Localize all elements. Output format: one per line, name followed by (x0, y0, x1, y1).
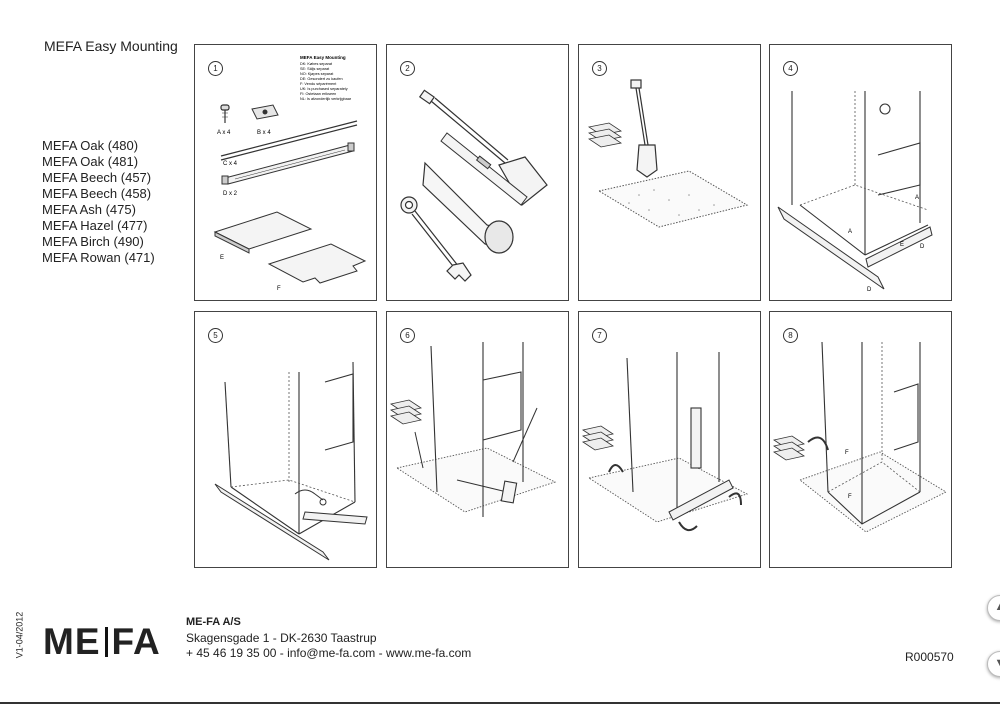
curved-arrow-icon (807, 436, 829, 451)
document-title: MEFA Easy Mounting (44, 38, 178, 54)
document-code: R000570 (905, 650, 954, 664)
logo-divider (104, 627, 108, 657)
parts-legend-title: MEFA Easy Mounting (300, 55, 346, 60)
part-d-label: D x 2 (223, 191, 238, 197)
step-number-badge: 7 (592, 328, 607, 343)
scroll-up-button[interactable]: ▲ (987, 595, 1000, 621)
step-2-panel: 2 (386, 44, 569, 301)
label-d: D (920, 244, 925, 250)
frame-assembly-illustration: A A E D D (777, 91, 933, 293)
model-item: MEFA Oak (480) (42, 138, 139, 153)
logo-text-left: ME (43, 621, 101, 662)
level-icon (440, 132, 528, 206)
tools-illustration (400, 89, 548, 282)
step-number-badge: 1 (208, 61, 223, 76)
part-c-label: C x 4 (223, 161, 238, 167)
pipe-icon (422, 161, 514, 254)
chevron-down-icon: ▼ (994, 657, 1000, 669)
model-list: MEFA Oak (480) MEFA Oak (481) MEFA Beech… (42, 138, 155, 266)
parts-legend-line: FI: Ostetaan erikseen (300, 92, 336, 96)
step-number-badge: 5 (208, 328, 223, 343)
model-item: MEFA Rowan (471) (42, 250, 155, 265)
plate-f-label: F (277, 286, 281, 292)
label-e: E (900, 242, 904, 248)
label-f: F (848, 494, 852, 500)
place-plates-illustration: F F (772, 341, 947, 533)
turf-stack-icon (389, 399, 423, 425)
container-outline (791, 91, 929, 256)
version-label: V1-04/2012 (14, 611, 25, 659)
model-item: MEFA Beech (457) (42, 170, 152, 185)
tilt-container-illustration (214, 361, 368, 561)
step-number-badge: 2 (400, 61, 415, 76)
screw-a-icon (220, 104, 230, 123)
parts-legend-line: NO: Kjøpes separat (300, 72, 334, 76)
label-d: D (867, 287, 872, 293)
parts-legend-line: NL: Is afzonderlijk verkrijgbaar (300, 97, 352, 101)
rod-c-icon (220, 120, 358, 161)
step-7-panel: 7 (578, 311, 761, 568)
company-contact: + 45 46 19 35 00 - info@me-fa.com - www.… (186, 646, 472, 660)
curved-arrow-icon (608, 464, 742, 532)
step-6-panel: 6 (386, 311, 569, 568)
parts-illustration: MEFA Easy Mounting DK: Købes separat SE:… (213, 55, 367, 292)
model-item: MEFA Oak (481) (42, 154, 139, 169)
level-icon (414, 407, 538, 469)
step-8-panel: F F 8 (769, 311, 952, 568)
rail-d-icon (668, 479, 734, 521)
shovel-icon (630, 79, 658, 178)
turf-stack-icon (581, 425, 615, 451)
fix-rails-illustration (581, 352, 749, 532)
rail-d-icon (777, 206, 933, 290)
model-item: MEFA Ash (475) (42, 202, 136, 217)
step-5-panel: 5 (194, 311, 377, 568)
logo-text-right: FA (111, 621, 161, 662)
plate-e-label: E (220, 255, 224, 261)
wrench-icon (294, 489, 327, 506)
model-item: MEFA Hazel (477) (42, 218, 148, 233)
company-name: ME-FA A/S (186, 616, 241, 628)
chevron-up-icon: ▲ (994, 601, 1000, 613)
step-number-badge: 8 (783, 328, 798, 343)
wrench-icon (400, 196, 472, 282)
company-address: Skagensgade 1 - DK-2630 Taastrup (186, 631, 377, 645)
label-a: A (915, 195, 919, 201)
plate-b-icon (251, 104, 279, 120)
hammer-icon (456, 479, 518, 504)
plate-f-icon (267, 243, 367, 284)
label-f: F (845, 450, 849, 456)
model-item: MEFA Birch (490) (42, 234, 144, 249)
parts-legend-line: SE: Säljs separat (300, 67, 330, 71)
step-4-panel: A A E D D 4 (769, 44, 952, 301)
turf-stack-icon (772, 435, 806, 461)
label-a: A (848, 229, 852, 235)
digging-illustration (587, 79, 749, 228)
part-b-label: B x 4 (257, 130, 271, 136)
step-3-panel: 3 (578, 44, 761, 301)
parts-legend-line: DK: Købes separat (300, 62, 333, 66)
model-item: MEFA Beech (458) (42, 186, 152, 201)
step-number-badge: 3 (592, 61, 607, 76)
step-number-badge: 4 (783, 61, 798, 76)
part-a-label: A x 4 (217, 130, 231, 136)
parts-legend-line: DE: Gesondert zu kaufen (300, 77, 343, 81)
hammer-level-illustration (389, 342, 557, 517)
parts-legend-line: F: Vendu séparément (300, 82, 337, 86)
shovel-icon (418, 89, 548, 206)
page-bottom-rule (0, 702, 1000, 704)
rail-d-icon (214, 483, 368, 561)
step-1-panel: MEFA Easy Mounting DK: Købes separat SE:… (194, 44, 377, 301)
turf-stack-icon (587, 122, 623, 148)
parts-legend-line: UK: Is purchased separately (300, 87, 348, 91)
plate-e-icon (213, 211, 313, 254)
ground-area-icon (597, 170, 749, 228)
rail-d-icon (221, 142, 355, 185)
scroll-down-button[interactable]: ▼ (987, 651, 1000, 677)
step-number-badge: 6 (400, 328, 415, 343)
